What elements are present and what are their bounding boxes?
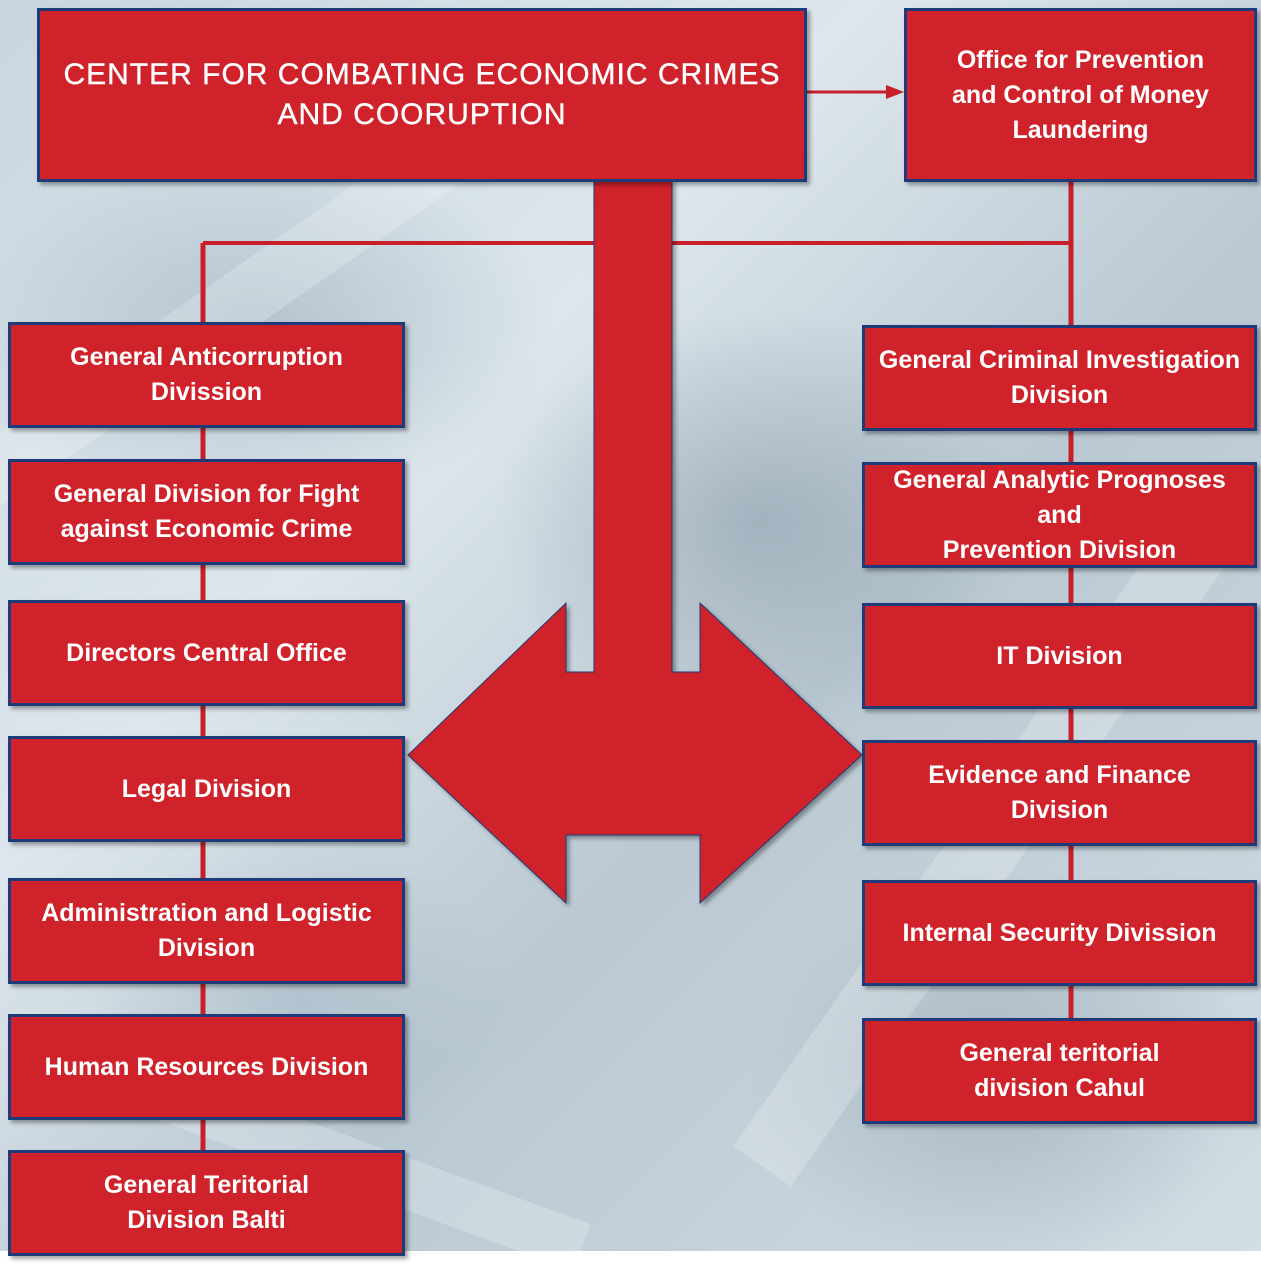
left-division-box[interactable]: General Teritorial Division Balti xyxy=(8,1150,405,1256)
left-division-label: Human Resources Division xyxy=(44,1052,369,1081)
left-division-box[interactable]: Legal Division xyxy=(8,736,405,842)
left-division-box[interactable]: Administration and Logistic Division xyxy=(8,878,405,984)
right-division-box[interactable]: Evidence and Finance Division xyxy=(862,740,1257,846)
left-division-box[interactable]: Human Resources Division xyxy=(8,1014,405,1120)
right-division-box[interactable]: General teritorial division Cahul xyxy=(862,1018,1257,1124)
right-division-label: Internal Security Divission xyxy=(902,918,1217,947)
left-division-label: General Division for Fight against Econo… xyxy=(53,480,360,543)
right-division-label: General Criminal Investigation Division xyxy=(878,346,1241,409)
money-laundering-office-box[interactable]: Office for Prevention and Control of Mon… xyxy=(904,8,1257,182)
right-division-label: IT Division xyxy=(996,641,1123,670)
left-division-label: General Anticorruption Divission xyxy=(70,343,343,406)
right-division-box[interactable]: General Analytic Prognoses and Preventio… xyxy=(862,462,1257,568)
right-division-box[interactable]: General Criminal Investigation Division xyxy=(862,325,1257,431)
left-division-label: Directors Central Office xyxy=(66,638,347,667)
left-division-label: General Teritorial Division Balti xyxy=(103,1171,310,1234)
left-division-box[interactable]: General Anticorruption Divission xyxy=(8,322,405,428)
center-main-title: CENTER FOR COMBATING ECONOMIC CRIMES AND… xyxy=(63,58,781,131)
left-division-box[interactable]: General Division for Fight against Econo… xyxy=(8,459,405,565)
left-division-box[interactable]: Directors Central Office xyxy=(8,600,405,706)
right-division-label: General teritorial division Cahul xyxy=(959,1039,1160,1102)
right-division-label: General Analytic Prognoses and Preventio… xyxy=(893,465,1226,564)
money-laundering-office-title: Office for Prevention and Control of Mon… xyxy=(952,45,1209,144)
right-division-box[interactable]: Internal Security Divission xyxy=(862,880,1257,986)
left-division-label: Legal Division xyxy=(121,774,292,803)
right-division-box[interactable]: IT Division xyxy=(862,603,1257,709)
right-division-label: Evidence and Finance Division xyxy=(928,761,1191,824)
arrowhead-icon xyxy=(886,85,904,99)
center-main-box[interactable]: CENTER FOR COMBATING ECONOMIC CRIMES AND… xyxy=(37,8,807,182)
double-arrow-icon xyxy=(407,179,863,905)
left-division-label: Administration and Logistic Division xyxy=(41,899,372,962)
